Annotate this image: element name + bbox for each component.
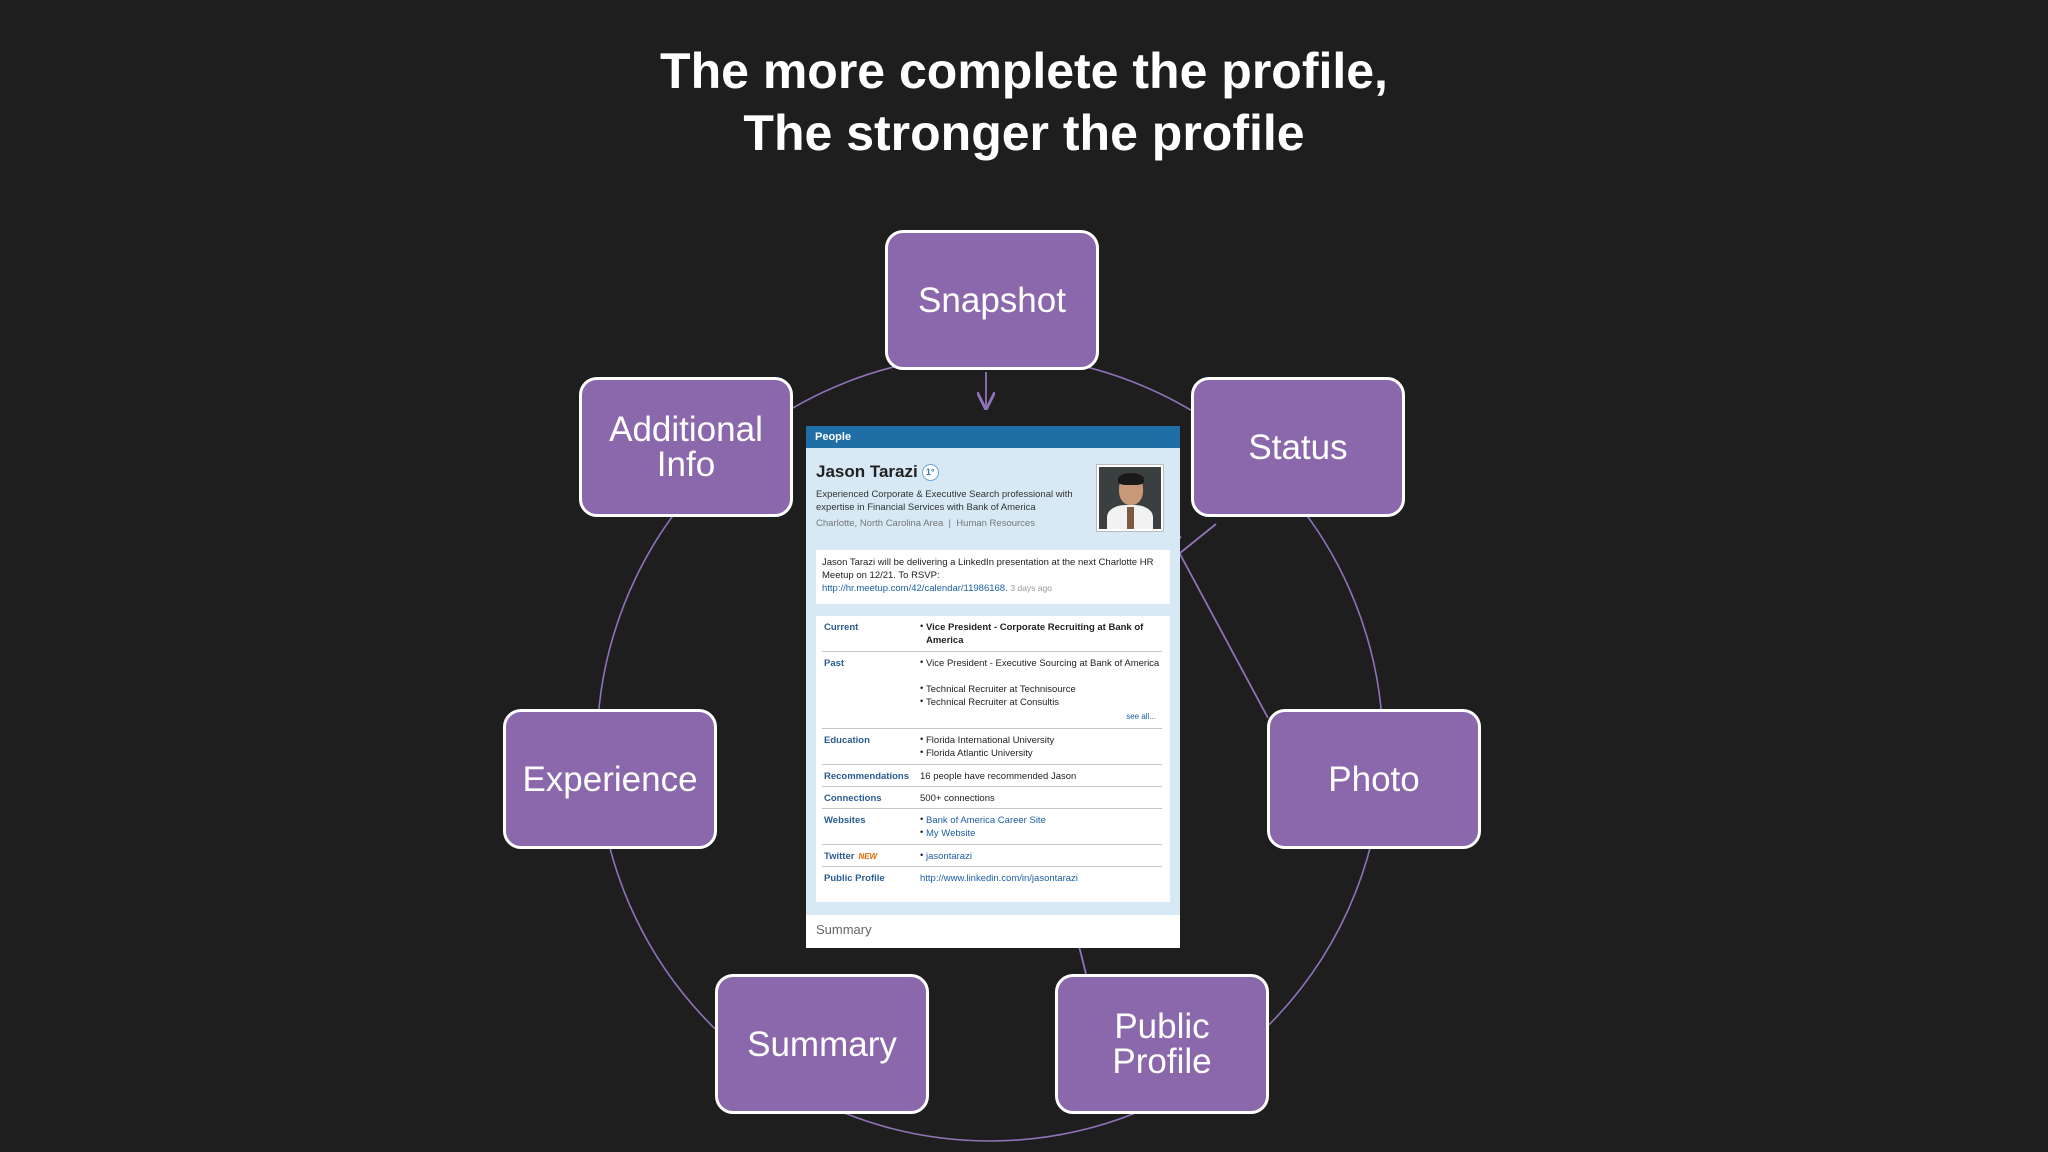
status-time: 3 days ago [1010, 583, 1052, 593]
current-label: Current [824, 622, 859, 633]
education-item-2: Florida Atlantic University [926, 748, 1033, 759]
node-experience: Experience [503, 709, 717, 849]
public-profile-link[interactable]: http://www.linkedin.com/in/jasontarazi [920, 873, 1078, 884]
bullet: • [920, 747, 924, 758]
bullet: • [920, 734, 924, 745]
card-header: People [806, 426, 1180, 448]
website-link-1[interactable]: Bank of America Career Site [926, 815, 1046, 826]
row-education: Education • Florida International Univer… [822, 728, 1162, 765]
bullet: • [920, 683, 924, 694]
node-public-profile: Public Profile [1055, 974, 1269, 1114]
new-badge: NEW [858, 852, 878, 861]
status-update: Jason Tarazi will be delivering a Linked… [816, 550, 1170, 604]
see-all-link[interactable]: see all... [1126, 712, 1156, 721]
title-line-1: The more complete the profile, [660, 43, 1388, 99]
bullet: • [920, 621, 924, 632]
education-label: Education [824, 735, 870, 746]
row-connections: Connections 500+ connections [822, 786, 1162, 809]
bullet: • [920, 696, 924, 707]
bullet: • [920, 827, 924, 838]
connections-label: Connections [824, 793, 882, 804]
row-past: Past • Vice President - Executive Sourci… [822, 651, 1162, 760]
profile-details: Current • Vice President - Corporate Rec… [816, 616, 1170, 902]
bullet: • [920, 850, 924, 861]
websites-label: Websites [824, 815, 866, 826]
profile-headline: Experienced Corporate & Executive Search… [816, 489, 1073, 513]
status-text: Jason Tarazi will be delivering a Linked… [822, 557, 1154, 594]
profile-location: Charlotte, North Carolina Area | Human R… [816, 518, 1035, 529]
bullet: • [920, 814, 924, 825]
title-line-2: The stronger the profile [743, 105, 1305, 161]
profile-photo [1096, 464, 1164, 532]
recommendations-value: 16 people have recommended Jason [920, 771, 1077, 782]
node-status: Status [1191, 377, 1405, 517]
arrow-photo [1166, 528, 1269, 719]
bullet: • [920, 657, 924, 668]
photo-background [1099, 467, 1161, 529]
node-summary: Summary [715, 974, 929, 1114]
node-photo: Photo [1267, 709, 1481, 849]
slide-title: The more complete the profile, The stron… [0, 40, 2048, 164]
twitter-link[interactable]: jasontarazi [926, 851, 972, 862]
education-item-1: Florida International University [926, 735, 1055, 746]
past-label: Past [824, 658, 845, 669]
node-snapshot: Snapshot [885, 230, 1099, 370]
row-websites: Websites • Bank of America Career Site •… [822, 808, 1162, 845]
public-profile-label: Public Profile [824, 873, 885, 884]
photo-hair [1118, 473, 1144, 485]
connections-value: 500+ connections [920, 793, 995, 804]
node-additional-info: Additional Info [579, 377, 793, 517]
row-public-profile: Public Profile http://www.linkedin.com/i… [822, 866, 1162, 889]
connection-degree-badge: 1° [921, 464, 939, 482]
website-link-2[interactable]: My Website [926, 828, 976, 839]
profile-industry: Human Resources [956, 518, 1035, 529]
past-item-1: Vice President - Executive Sourcing at B… [926, 658, 1160, 669]
row-current: Current • Vice President - Corporate Rec… [822, 616, 1162, 650]
recommendations-label: Recommendations [824, 771, 909, 782]
photo-tie [1127, 507, 1134, 529]
current-value: Vice President - Corporate Recruiting at… [926, 622, 1144, 646]
past-item-3: Technical Recruiter at Consultis [926, 697, 1060, 708]
past-item-2: Technical Recruiter at Technisource [926, 684, 1076, 695]
row-recommendations: Recommendations 16 people have recommend… [822, 764, 1162, 787]
summary-section-label: Summary [816, 922, 872, 937]
status-link[interactable]: http://hr.meetup.com/42/calendar/1198616… [822, 583, 1008, 594]
